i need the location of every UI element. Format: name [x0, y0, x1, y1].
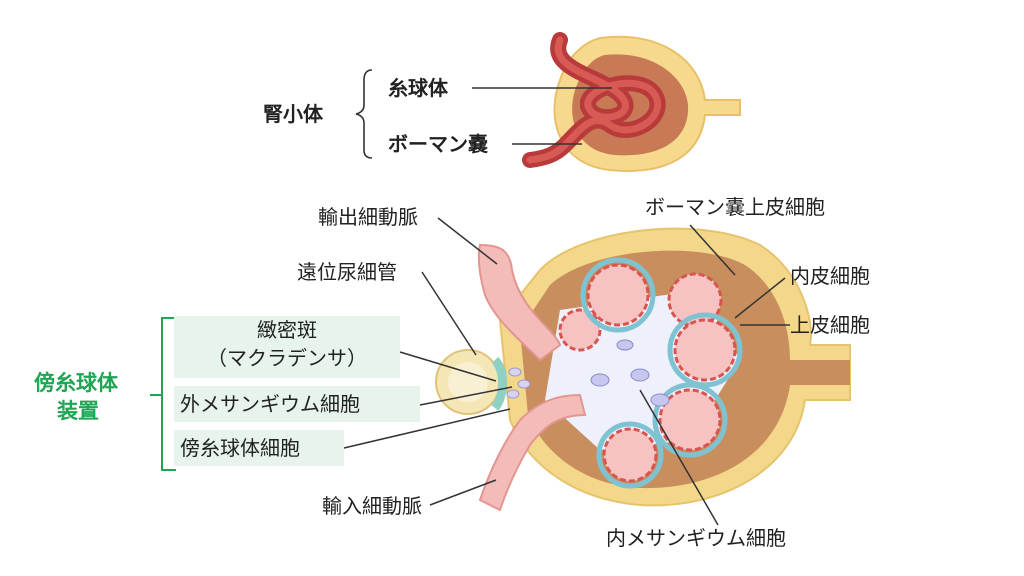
corpuscle-brace — [355, 69, 373, 159]
efferent-arteriole-label: 輸出細動脈 — [318, 205, 418, 229]
macula-densa-cells — [491, 356, 507, 411]
intra-mesangial-label: 内メサンギウム細胞 — [606, 526, 786, 550]
top-corpuscle-illustration — [355, 32, 741, 172]
jga-bracket — [150, 317, 176, 471]
distal-tubule-lumen — [448, 362, 488, 402]
distal-tubule-label: 遠位尿細管 — [297, 260, 397, 284]
juxtaglomerular-cell-box — [174, 430, 344, 466]
juxtaglomerular-cell-label: 傍糸球体細胞 — [180, 436, 300, 460]
glomerulus-cross-section — [435, 227, 851, 512]
efferent-arteriole — [477, 243, 562, 362]
leader-lines — [343, 217, 790, 526]
epithelial-cell-label: 上皮細胞 — [790, 313, 870, 337]
afferent-arteriole-label: 輸入細動脈 — [322, 494, 422, 518]
glomerulus-label: 糸球体 — [388, 76, 448, 100]
corpuscle-label: 腎小体 — [263, 102, 323, 126]
macula-densa-sublabel: （マクラデンサ） — [207, 346, 367, 370]
extra-mesangial-box — [174, 386, 420, 422]
jga-title-line1: 傍糸球体 — [34, 371, 118, 395]
endothelial-cell-label: 内皮細胞 — [790, 264, 870, 288]
macula-densa-label: 緻密斑 — [257, 318, 317, 342]
afferent-arteriole — [478, 393, 587, 512]
macula-densa-box — [174, 316, 400, 378]
jga-title-line2: 装置 — [57, 399, 99, 423]
extra-mesangial-cells — [506, 367, 531, 399]
bowman-epithelial-label: ボーマン嚢上皮細胞 — [645, 195, 825, 219]
bowman-capsule-label: ボーマン嚢 — [388, 132, 488, 156]
extra-mesangial-label: 外メサンギウム細胞 — [180, 392, 360, 416]
podocyte-layer — [580, 257, 743, 489]
capillary-loops — [558, 263, 737, 483]
